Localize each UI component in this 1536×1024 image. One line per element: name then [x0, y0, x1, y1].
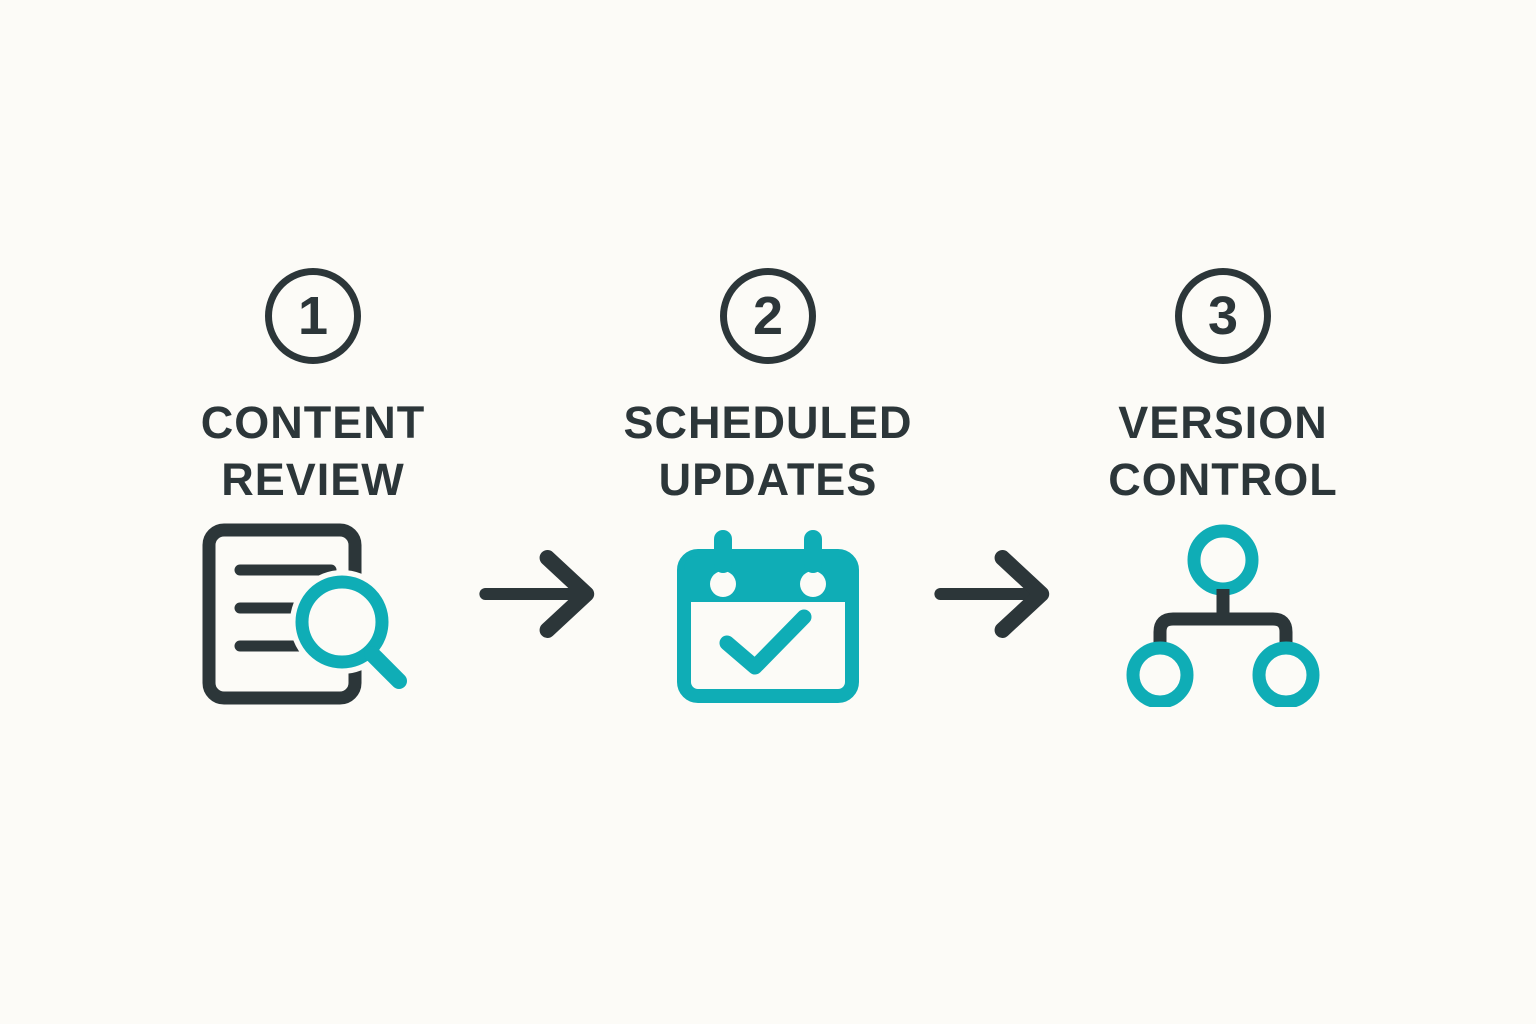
step-2-title-line1: SCHEDULED [623, 397, 913, 448]
step-1-title-line2: REVIEW [221, 454, 405, 506]
step-2-title: SCHEDULED UPDATES [623, 394, 912, 508]
arrow-right-icon [933, 546, 1058, 641]
arrow-right-icon [478, 546, 603, 641]
step-3-title: VERSION CONTROL [1108, 394, 1337, 508]
org-chart-icon [1121, 520, 1326, 708]
step-content-review: 1 CONTENT REVIEW [148, 268, 478, 708]
step-2-number: 2 [752, 286, 784, 346]
step-1-title: CONTENT REVIEW [201, 394, 426, 508]
step-scheduled-updates: 2 SCHEDULED UPDATES [603, 268, 933, 708]
step-version-control: 3 VERSION CONTROL [1058, 268, 1388, 708]
step-3-title-line1: VERSION [1118, 397, 1328, 448]
step-1-number-badge: 1 [265, 268, 361, 364]
step-2-title-line2: UPDATES [658, 454, 878, 506]
step-2-number-badge: 2 [720, 268, 816, 364]
step-3-number: 3 [1207, 286, 1239, 346]
step-1-number: 1 [297, 286, 329, 346]
step-1-title-line1: CONTENT [200, 397, 426, 448]
step-3-number-badge: 3 [1175, 268, 1271, 364]
document-search-icon [201, 520, 426, 708]
calendar-check-icon [675, 520, 861, 708]
step-3-title-line2: CONTROL [1108, 454, 1338, 506]
